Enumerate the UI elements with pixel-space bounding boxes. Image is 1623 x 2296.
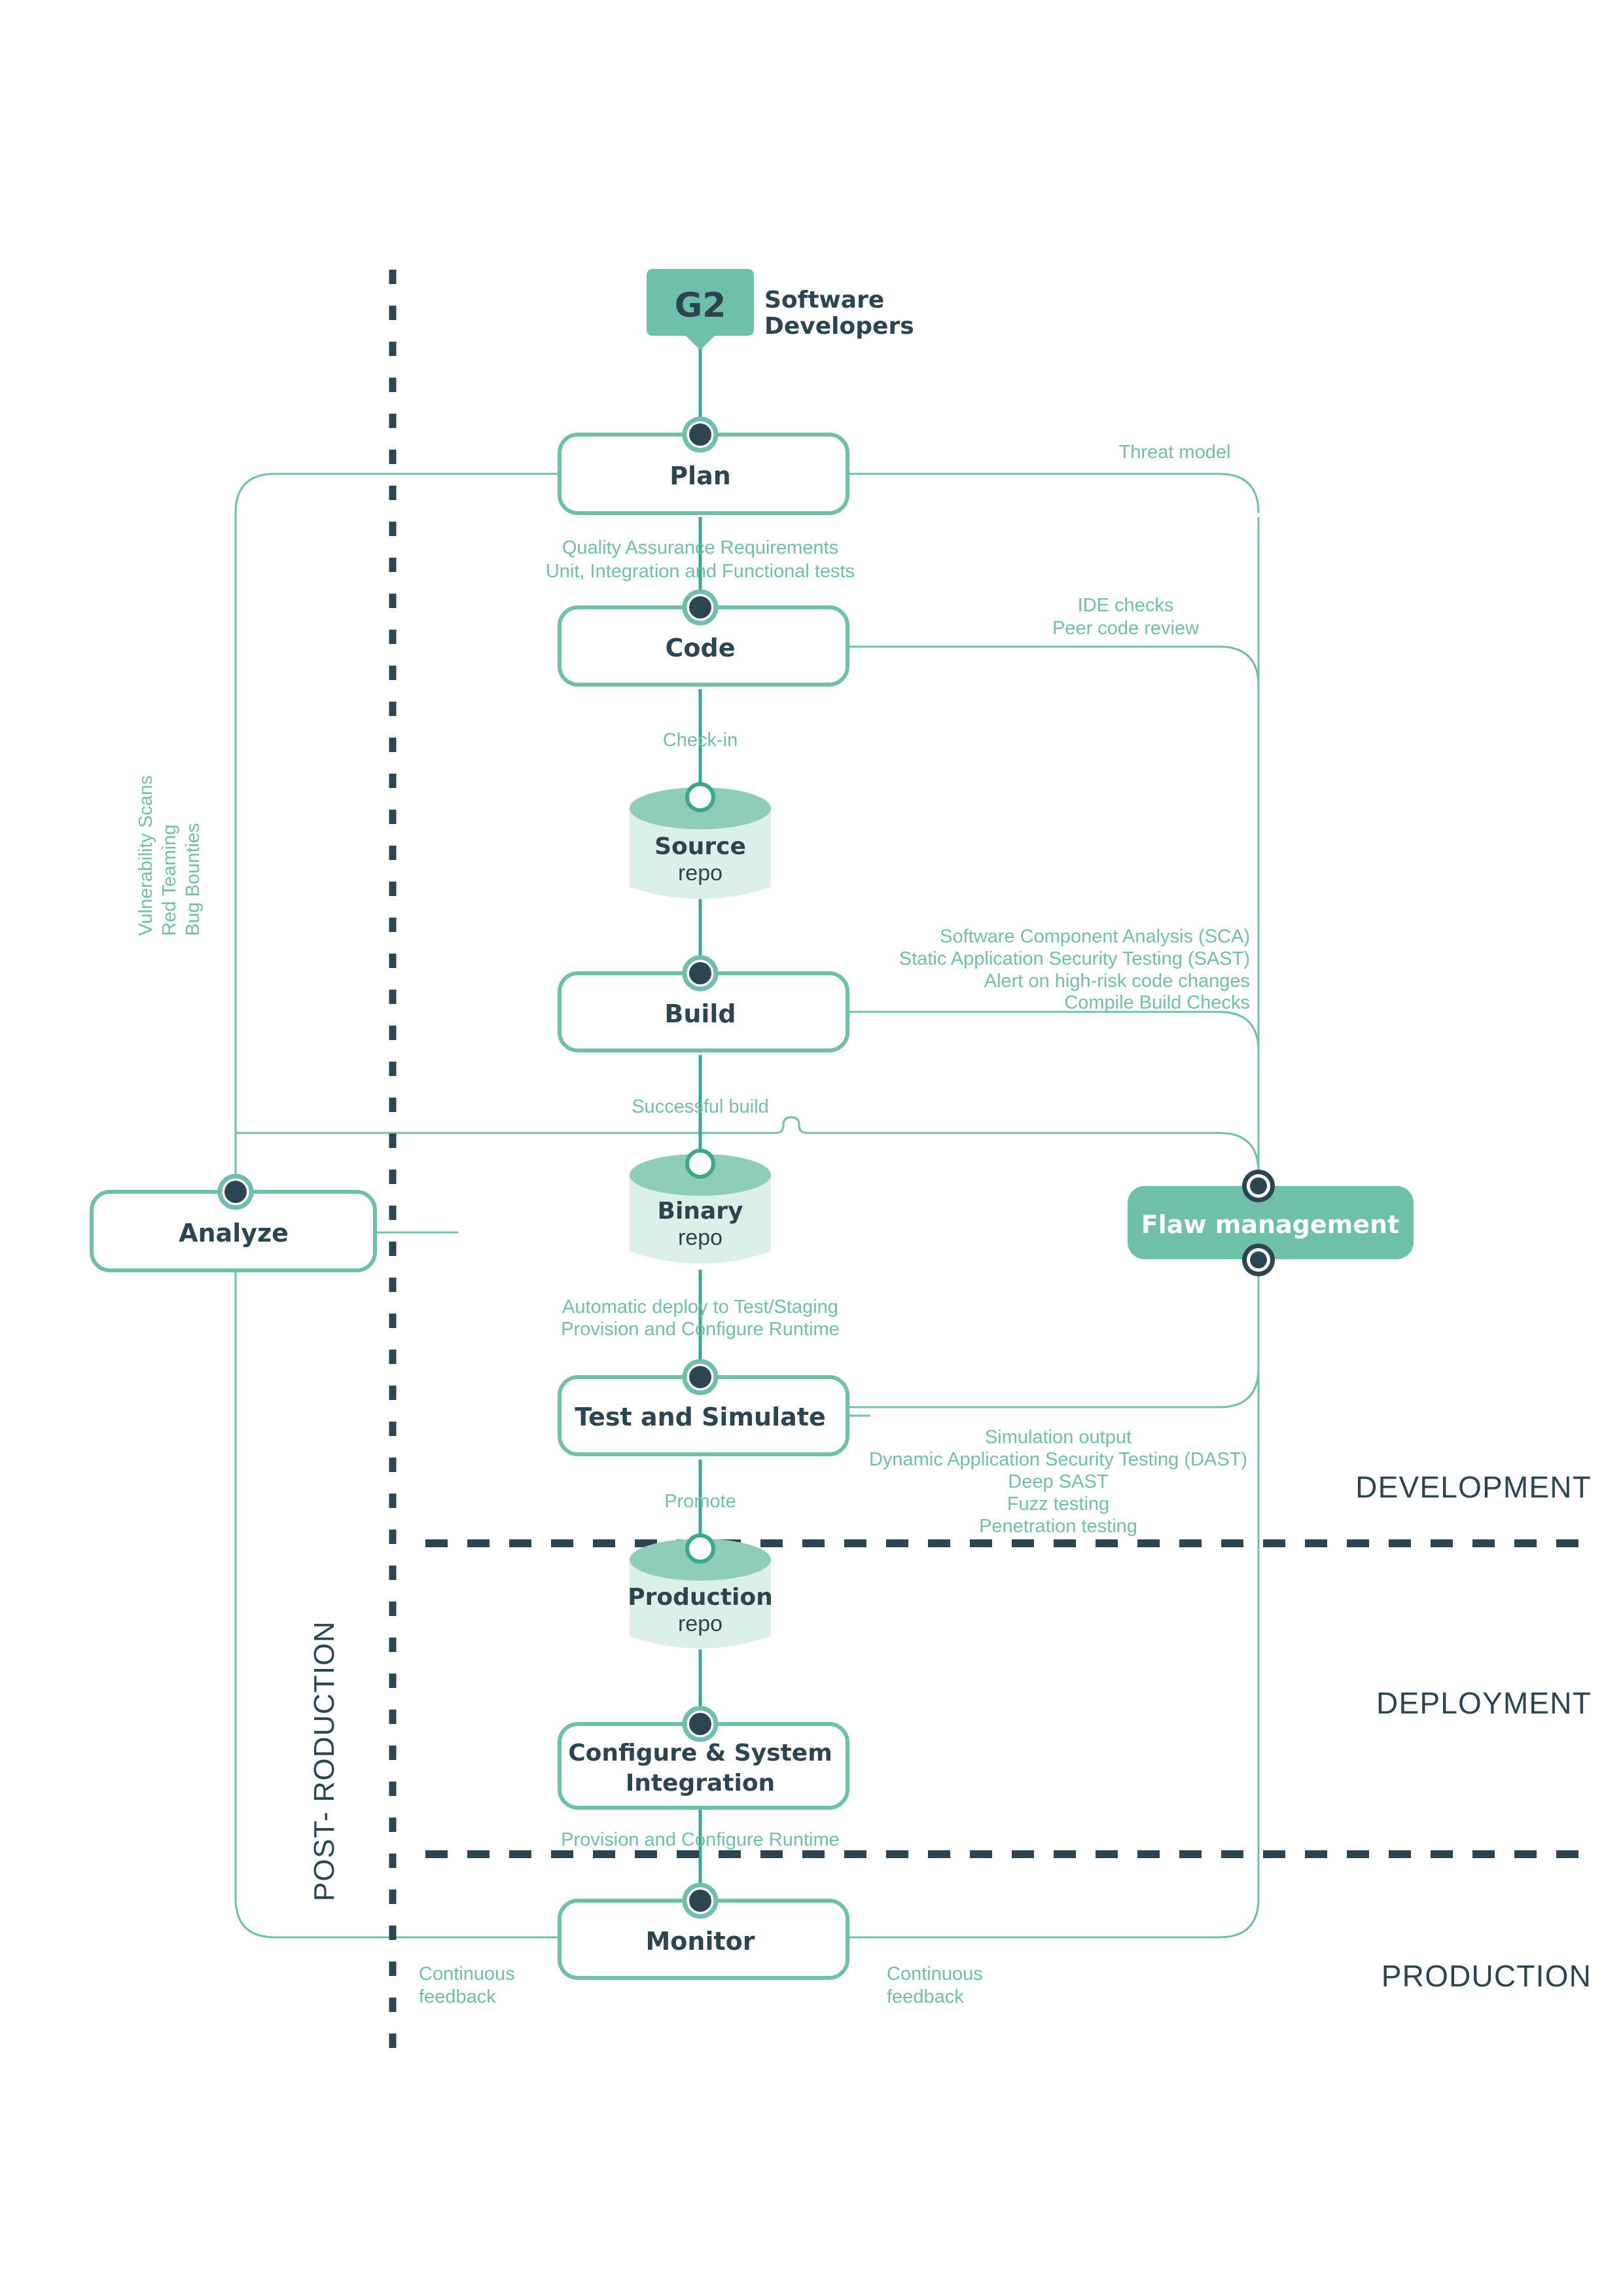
flaw-management-label: Flaw management <box>1141 1210 1399 1239</box>
annot-bugbounty-group: Bug Bounties <box>183 823 204 936</box>
monitor-connector-dot <box>682 1882 719 1919</box>
flaw-management-box <box>1128 1186 1414 1259</box>
right-trunk-lower <box>844 1260 1260 1408</box>
code-to-right-trunk <box>847 645 1260 687</box>
code-connector-dot <box>682 589 719 626</box>
post-production-label: POST- RODUCTION <box>308 1621 340 1901</box>
g2-badge-shape <box>647 269 754 350</box>
annot-build-line2: Static Application Security Testing (SAS… <box>899 948 1250 969</box>
annot-provision-runtime: Provision and Configure Runtime <box>561 1829 840 1850</box>
source-repo-name: Source <box>654 833 746 860</box>
binary-repo-sub: repo <box>678 1225 722 1250</box>
build-connector-dot <box>682 955 719 992</box>
annot-deploy-line1: Automatic deploy to Test/Staging <box>562 1297 838 1318</box>
annot-feedback-left-line2: feedback <box>419 1986 496 2007</box>
source-port-dot <box>685 782 715 812</box>
monitor-to-right-trunk <box>847 1283 1260 1939</box>
annot-feedback-right-line1: Continuous <box>887 1964 983 1984</box>
production-cylinder-body <box>630 1560 771 1649</box>
binary-cylinder-body <box>630 1175 771 1264</box>
repo-binary[interactable]: Binary repo <box>630 1149 771 1264</box>
analyze-connector-dot <box>217 1174 254 1210</box>
annot-test-line2: Dynamic Application Security Testing (DA… <box>869 1449 1247 1470</box>
test-label: Test and Simulate <box>575 1403 825 1431</box>
node-configure-system-integration[interactable]: Configure & System Integration <box>558 1722 849 1810</box>
node-monitor[interactable]: Monitor <box>558 1899 849 1980</box>
annot-build-line3: Alert on high-risk code changes <box>984 971 1250 992</box>
plan-label: Plan <box>669 461 731 490</box>
successful-build-right-seg <box>807 1132 1260 1173</box>
annot-qa-line2: Unit, Integration and Functional tests <box>546 561 855 582</box>
annot-test-line1: Simulation output <box>985 1427 1132 1448</box>
software-developers-line2: Developers <box>764 313 914 340</box>
node-test-and-simulate[interactable]: Test and Simulate <box>558 1375 849 1456</box>
binary-port-dot <box>685 1149 715 1179</box>
node-code[interactable]: Code <box>558 605 849 687</box>
node-flaw-management[interactable]: Flaw management <box>1128 1186 1414 1259</box>
annot-vuln-line1: Vulnerability Scans <box>135 775 156 936</box>
annot-qa-line1: Quality Assurance Requirements <box>562 537 838 558</box>
annot-redteam-group: Red Teaming <box>159 825 180 936</box>
annot-feedback-left-line1: Continuous <box>419 1964 515 1984</box>
annot-promote: Promote <box>664 1491 736 1512</box>
analyze-label: Analyze <box>179 1219 289 1247</box>
post-production-label-group: POST- RODUCTION <box>308 1621 340 1901</box>
flaw-top-connector-dot <box>1242 1170 1275 1202</box>
source-repo-sub: repo <box>678 861 722 886</box>
plan-to-right-trunk <box>847 473 1260 514</box>
g2-badge-label: G2 <box>675 286 726 325</box>
annot-threat-model: Threat model <box>1119 442 1231 463</box>
annot-vuln-group: Vulnerability Scans <box>135 775 156 936</box>
stage-label-production: PRODUCTION <box>1382 1959 1592 1993</box>
annot-build-line4: Compile Build Checks <box>1064 992 1250 1013</box>
annot-build-line1: Software Component Analysis (SCA) <box>940 926 1250 947</box>
annot-successful-build: Successful build <box>632 1096 769 1117</box>
annot-vuln-line3: Bug Bounties <box>183 823 204 936</box>
flaw-bottom-connector-dot <box>1242 1244 1275 1276</box>
annot-test-line4: Fuzz testing <box>1007 1494 1109 1515</box>
build-to-right-trunk <box>847 1011 1260 1052</box>
stage-label-deployment: DEPLOYMENT <box>1376 1686 1592 1720</box>
annot-deploy-line2: Provision and Configure Runtime <box>561 1319 840 1340</box>
production-repo-name: Production <box>628 1584 773 1611</box>
repo-production[interactable]: Production repo <box>628 1534 773 1649</box>
configure-label-line1: Configure & System <box>568 1740 832 1767</box>
production-port-dot <box>685 1534 715 1564</box>
build-label: Build <box>664 999 736 1028</box>
configure-label-line2: Integration <box>626 1770 775 1797</box>
annot-test-line3: Deep SAST <box>1008 1471 1108 1492</box>
configure-connector-dot <box>682 1706 719 1742</box>
annot-peer-review: Peer code review <box>1052 618 1200 639</box>
software-developers-line1: Software <box>764 287 884 314</box>
binary-repo-name: Binary <box>658 1198 743 1225</box>
test-connector-dot <box>682 1359 719 1395</box>
annot-test-line5: Penetration testing <box>979 1516 1137 1537</box>
line-hop-bridge <box>775 1116 808 1134</box>
annot-feedback-right-line2: feedback <box>887 1986 964 2007</box>
stage-label-development: DEVELOPMENT <box>1355 1470 1592 1504</box>
annot-checkin: Check-in <box>663 730 738 751</box>
monitor-label: Monitor <box>645 1927 755 1956</box>
g2-badge[interactable]: G2 <box>647 269 754 350</box>
repo-source[interactable]: Source repo <box>630 782 771 899</box>
code-label: Code <box>666 634 736 662</box>
source-cylinder-body <box>630 808 771 899</box>
plan-connector-dot <box>682 416 719 453</box>
annot-ide-checks: IDE checks <box>1078 595 1174 616</box>
annot-vuln-line2: Red Teaming <box>159 825 180 936</box>
production-repo-sub: repo <box>678 1611 722 1636</box>
